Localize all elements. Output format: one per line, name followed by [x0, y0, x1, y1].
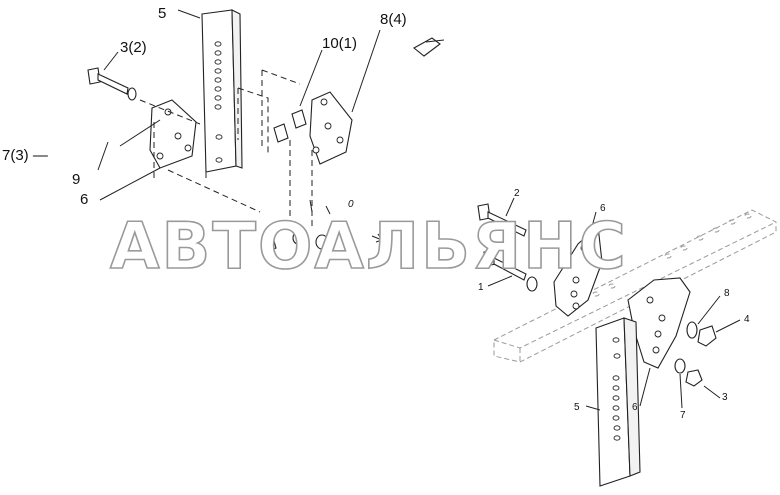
small-label-6: 6: [284, 222, 290, 233]
label-10-1: 10(1): [322, 35, 357, 52]
label-6-right-top: 6: [600, 203, 606, 214]
bolt-2-right: [477, 203, 540, 250]
bolt-3-left: [87, 67, 137, 101]
label-3-2: 3(2): [120, 39, 147, 56]
bar-holes: [214, 41, 223, 163]
bracket-6-rear: [553, 224, 603, 317]
label-7-right: 7: [680, 410, 686, 421]
plate-8-left: [309, 91, 353, 165]
small-arrow-mid: [371, 233, 383, 243]
direction-arrow: [413, 37, 445, 57]
lower-fasteners-left: 0 6: [261, 199, 354, 253]
fasteners-right: [674, 321, 717, 387]
label-6-right-bottom: 6: [632, 402, 638, 413]
left-assembly: 0 6 5 3(2) 10(1) 8(4) 7(3) — 9 6: [2, 5, 445, 253]
leaders-right: [487, 197, 741, 411]
leaders-left: [97, 9, 381, 201]
label-2-right: 2: [514, 188, 520, 199]
label-5-top: 5: [158, 5, 166, 22]
watermark-text: АВТОАЛЬЯНС: [110, 210, 628, 284]
label-9: 9: [72, 171, 80, 188]
label-7-3: 7(3) —: [2, 147, 48, 164]
label-3-right: 3: [722, 392, 728, 403]
vertical-bar-5-left: [201, 9, 243, 173]
bracket-6-front: [627, 277, 691, 369]
label-8-4: 8(4): [380, 11, 407, 28]
bracket-9-left: [149, 99, 197, 169]
frame-beam-ghost: [493, 209, 777, 363]
spacers-10: [273, 109, 307, 143]
label-1-right: 1: [478, 282, 484, 293]
label-8-right: 8: [724, 288, 730, 299]
small-label-0: 0: [348, 199, 354, 210]
bolt-1-right: [483, 249, 538, 292]
assembly-lines-left: [139, 69, 313, 230]
vertical-bar-5-right: [595, 317, 641, 487]
label-4-right: 4: [744, 314, 750, 325]
label-5-right: 5: [574, 402, 580, 413]
label-6-left: 6: [80, 191, 88, 208]
right-assembly: 2 6 1 8 4 3 5 6 7: [477, 188, 777, 487]
